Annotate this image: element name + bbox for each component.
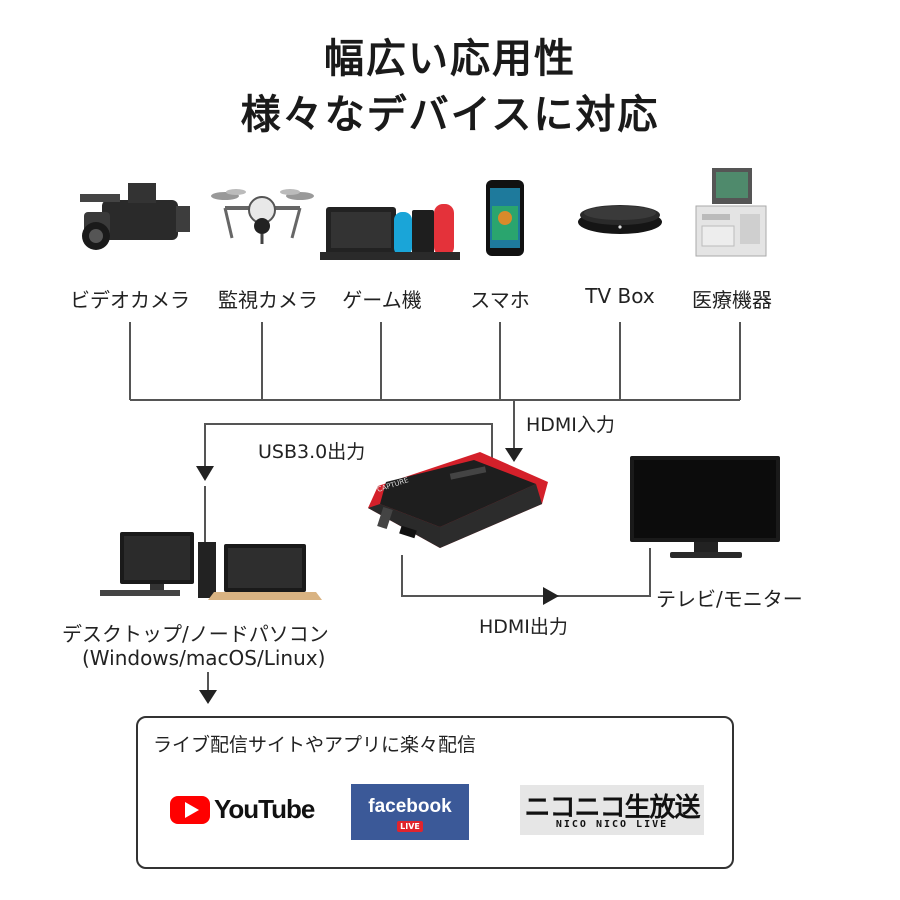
- usb-out-label: USB3.0出力: [258, 437, 365, 464]
- hdmi-out-label: HDMI出力: [479, 612, 568, 639]
- device-connector-lines: [130, 322, 740, 450]
- device-label-smartphone: スマホ: [460, 284, 540, 313]
- video-camera-icon: [80, 183, 190, 250]
- hdmi-in-label: HDMI入力: [526, 410, 615, 437]
- smartphone-icon: [486, 180, 524, 256]
- tv-label: テレビ/モニター: [656, 583, 803, 612]
- game-console-icon: [320, 204, 460, 260]
- medical-device-icon: [696, 168, 766, 256]
- device-label-medical: 医療機器: [682, 284, 782, 313]
- device-label-security-camera: 監視カメラ: [208, 284, 328, 313]
- desktop-pc-icon: [100, 532, 216, 598]
- tv-box-icon: [578, 205, 662, 234]
- device-label-tv-box: TV Box: [570, 284, 670, 308]
- youtube-logo-text: YouTube: [214, 794, 314, 825]
- niconico-logo: ニコニコ生放送 NICO NICO LIVE: [520, 785, 704, 835]
- hdmi-out-arrow: [543, 587, 559, 605]
- pc-label: デスクトップ/ノードパソコン: [62, 618, 329, 647]
- drone-camera-icon: [211, 189, 314, 244]
- device-label-game-console: ゲーム機: [332, 284, 432, 313]
- streaming-title: ライブ配信サイトやアプリに楽々配信: [153, 730, 476, 757]
- facebook-live-badge: LIVE: [397, 821, 423, 832]
- streaming-arrow: [199, 690, 217, 704]
- capture-device: [368, 452, 548, 548]
- facebook-live-logo: facebook LIVE: [351, 784, 469, 840]
- hdmi-output-line: [402, 548, 650, 596]
- laptop-icon: [208, 544, 322, 600]
- usb-out-arrow: [196, 466, 214, 481]
- tv-monitor-icon: [630, 456, 780, 558]
- niconico-logo-sub: NICO NICO LIVE: [520, 819, 704, 830]
- hdmi-in-arrow: [505, 448, 523, 462]
- pc-os-label: (Windows/macOS/Linux): [82, 646, 325, 670]
- youtube-logo: YouTube: [168, 790, 308, 830]
- facebook-logo-text: facebook: [351, 796, 469, 818]
- device-label-video-camera: ビデオカメラ: [60, 284, 200, 313]
